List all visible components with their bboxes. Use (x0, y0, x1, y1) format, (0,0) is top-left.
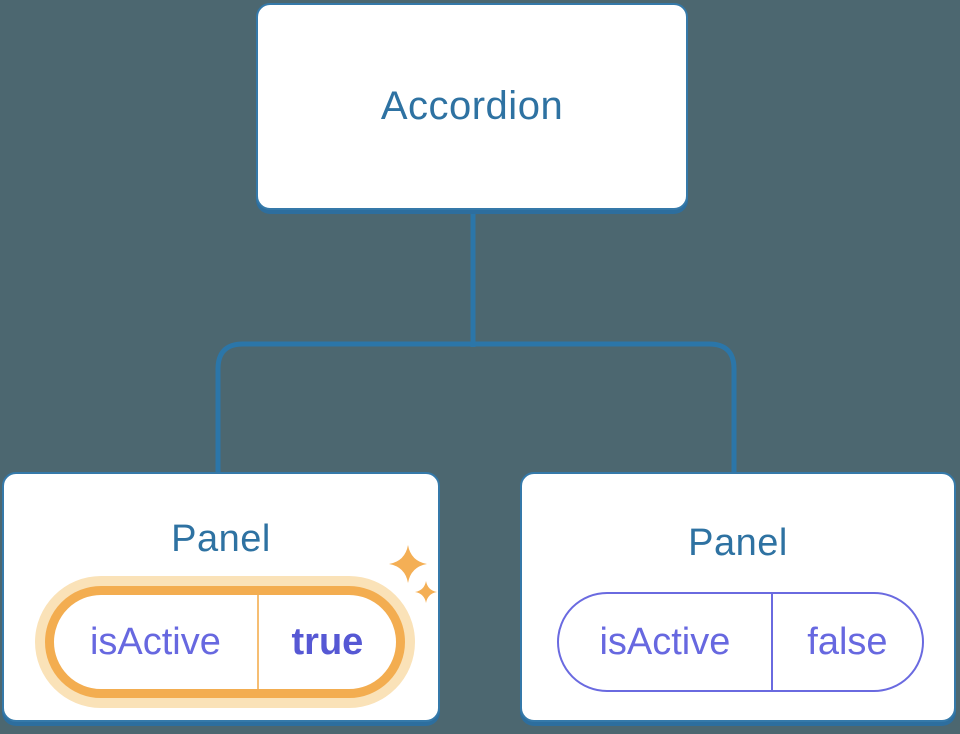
accordion-component-label: Accordion (380, 84, 564, 128)
panel-component-box-active: Panel isActive true (2, 472, 440, 722)
state-pill-inactive: isActive false (557, 592, 924, 692)
sparkles-icon (389, 545, 437, 603)
panel-title: Panel (688, 522, 788, 564)
state-key-label: isActive (599, 621, 731, 663)
state-key-label: isActive (89, 621, 221, 663)
state-pill-active-inner: isActive true (45, 586, 405, 698)
panel-component-box-inactive: Panel isActive false (520, 472, 956, 722)
state-pill-active: isActive true (35, 576, 415, 708)
panel-title: Panel (171, 518, 271, 560)
accordion-component-box: Accordion (256, 3, 688, 210)
state-value-label: false (770, 594, 922, 690)
state-value-label: true (256, 595, 396, 689)
